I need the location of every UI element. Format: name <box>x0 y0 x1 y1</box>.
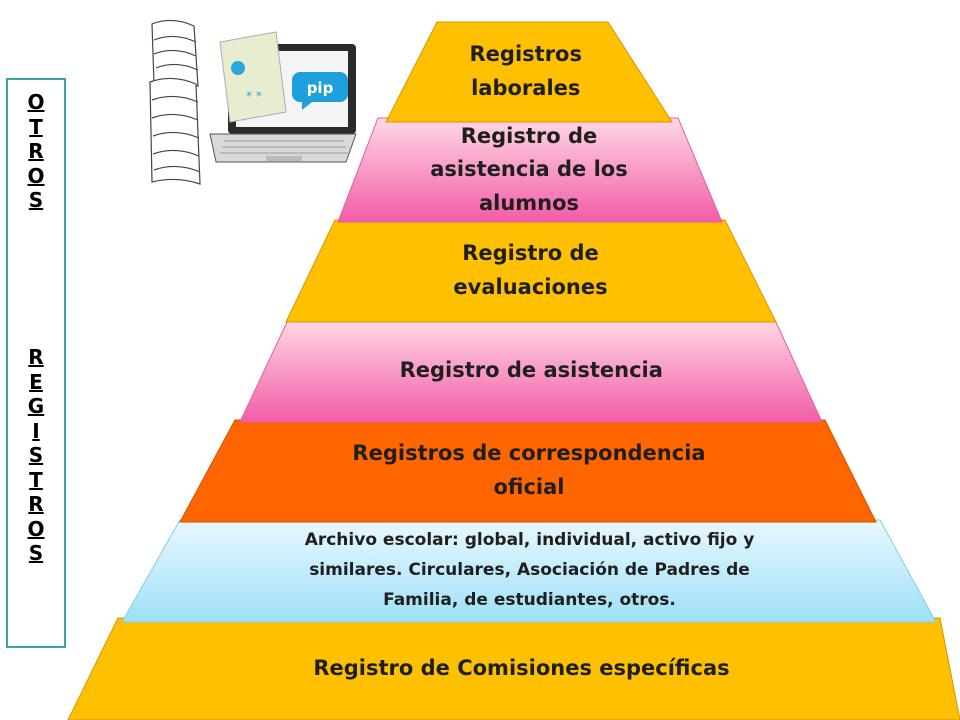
layer-registros-correspondencia-label: Registros de correspondencia oficial <box>352 441 706 499</box>
layer-registro-asistencia-label: Registro de asistencia <box>399 358 663 383</box>
layer-registros-laborales-shape <box>385 21 673 123</box>
pip-badge-icon: pip <box>292 72 348 110</box>
pip-badge-text: pip <box>307 79 334 97</box>
svg-text:* *: * * <box>246 89 262 103</box>
layer-registro-comisiones-label: Registro de Comisiones específicas <box>313 656 730 681</box>
layer-registros-laborales-label: Registros laborales <box>469 42 582 100</box>
layer-registro-asistencia-alumnos-label: Registro de asistencia de los alumnos <box>430 123 628 215</box>
document-sheet-icon: * * <box>219 31 287 123</box>
layer-registro-evaluaciones-label: Registro de evaluaciones <box>453 241 608 299</box>
laptop-documents-illustration: * * pip <box>149 19 357 185</box>
layer-archivo-escolar-label: Archivo escolar: global, individual, act… <box>304 530 755 610</box>
paper-stack-icon <box>149 19 201 185</box>
